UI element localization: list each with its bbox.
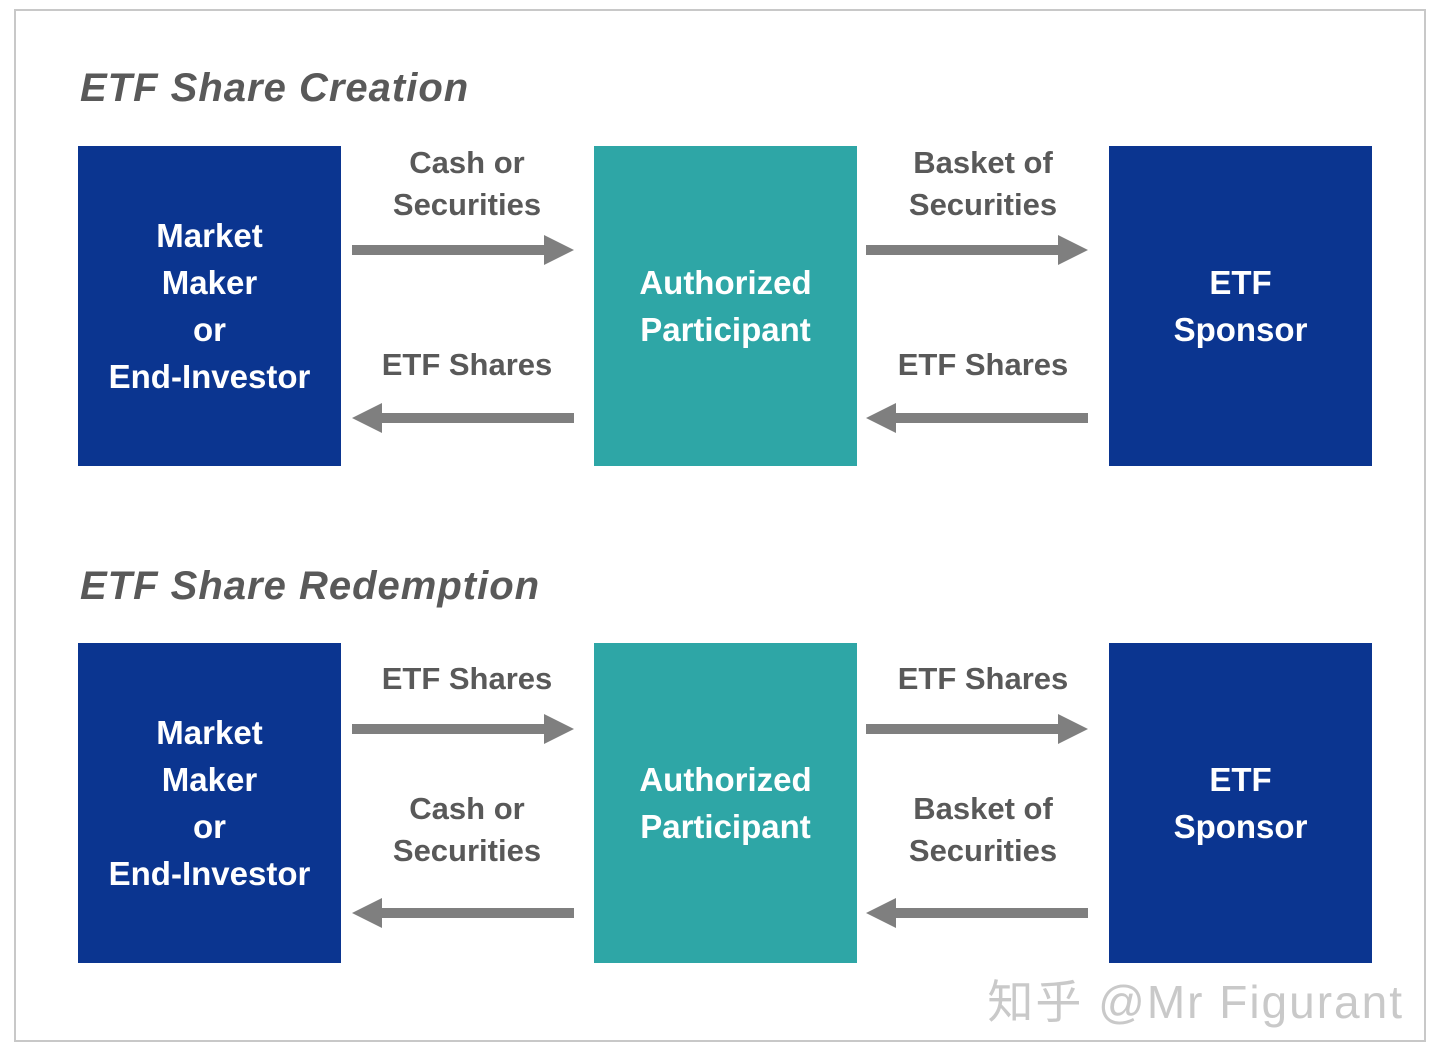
redemption-etf-sponsor-label: ETF Sponsor (1173, 761, 1308, 845)
redemption-arrow-mm-to-ap (352, 714, 574, 744)
redemption-title: ETF Share Redemption (80, 564, 541, 608)
arrow-head (1058, 714, 1088, 744)
arrow-shaft (352, 245, 548, 255)
creation-etf-sponsor-box: ETF Sponsor (1109, 146, 1372, 466)
creation-flow-etf-shares-right-label: ETF Shares (897, 347, 1069, 382)
creation-title: ETF Share Creation (80, 66, 470, 110)
arrow-shaft (378, 908, 574, 918)
arrow-shaft (352, 724, 548, 734)
creation-authorized-participant-box: Authorized Participant (594, 146, 857, 466)
arrow-head (352, 898, 382, 928)
redemption-arrow-ap-to-sponsor (866, 714, 1088, 744)
redemption-market-maker-box: Market Maker or End-Investor (78, 643, 341, 963)
arrow-head (866, 403, 896, 433)
watermark-text: 知乎 @Mr Figurant (987, 976, 1404, 1028)
creation-arrow-ap-to-mm (352, 403, 574, 433)
redemption-flow-basket-of-securities-label: Basket of Securities (908, 791, 1058, 868)
arrow-shaft (892, 908, 1088, 918)
redemption-flow-etf-shares-right-label: ETF Shares (897, 661, 1069, 696)
arrow-head (1058, 235, 1088, 265)
creation-arrow-mm-to-ap (352, 235, 574, 265)
arrow-shaft (866, 245, 1062, 255)
redemption-arrow-ap-to-mm (352, 898, 574, 928)
redemption-flow-cash-or-securities-label: Cash or Securities (392, 791, 542, 868)
arrow-shaft (378, 413, 574, 423)
creation-flow-cash-or-securities-label: Cash or Securities (392, 145, 542, 222)
arrow-shaft (892, 413, 1088, 423)
arrow-head (544, 235, 574, 265)
arrow-head (866, 898, 896, 928)
creation-market-maker-label: Market Maker or End-Investor (108, 217, 311, 395)
creation-flow-basket-of-securities-label: Basket of Securities (908, 145, 1058, 222)
redemption-arrow-sponsor-to-ap (866, 898, 1088, 928)
redemption-authorized-participant-box: Authorized Participant (594, 643, 857, 963)
creation-arrow-sponsor-to-ap (866, 403, 1088, 433)
creation-arrow-ap-to-sponsor (866, 235, 1088, 265)
creation-etf-sponsor-label: ETF Sponsor (1173, 264, 1308, 348)
redemption-flow-etf-shares-left-label: ETF Shares (381, 661, 553, 696)
creation-authorized-participant-label: Authorized Participant (639, 264, 812, 348)
creation-market-maker-box: Market Maker or End-Investor (78, 146, 341, 466)
arrow-head (352, 403, 382, 433)
arrow-head (544, 714, 574, 744)
redemption-market-maker-label: Market Maker or End-Investor (108, 714, 311, 892)
arrow-shaft (866, 724, 1062, 734)
creation-flow-etf-shares-left-label: ETF Shares (381, 347, 553, 382)
redemption-authorized-participant-label: Authorized Participant (639, 761, 812, 845)
redemption-etf-sponsor-box: ETF Sponsor (1109, 643, 1372, 963)
